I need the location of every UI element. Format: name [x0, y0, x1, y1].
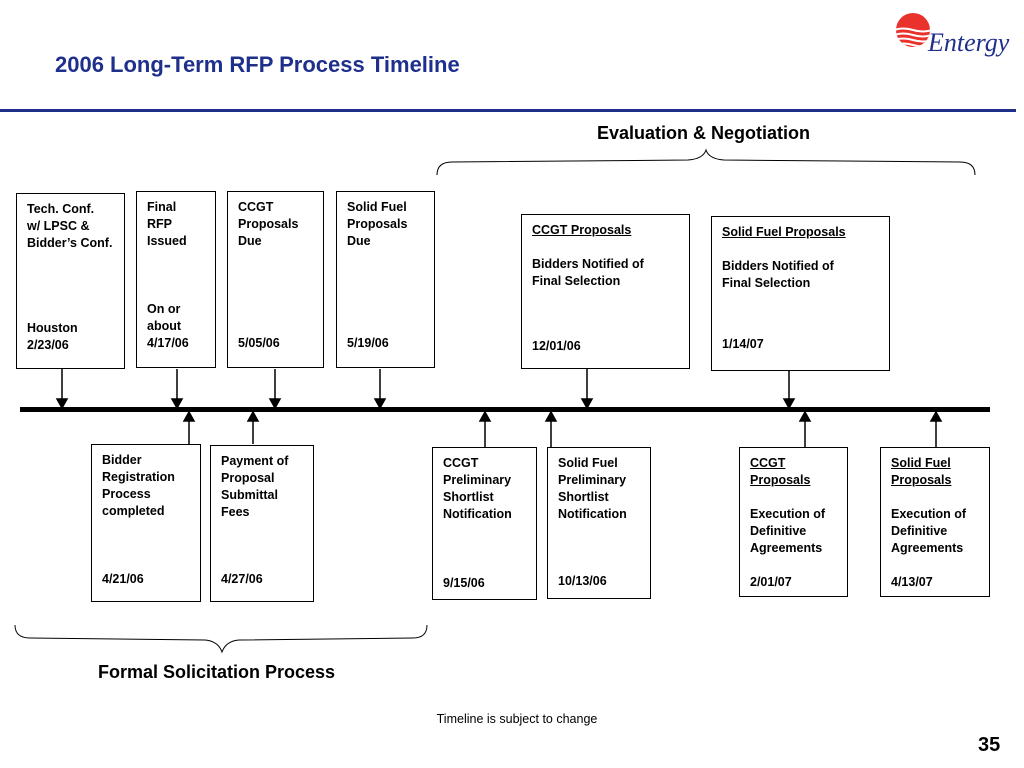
milestone-text: Bidders Notified of — [532, 257, 644, 271]
milestone-solid-fuel-shortlist: Solid Fuel Preliminary Shortlist Notific… — [547, 447, 651, 599]
milestone-text: Bidder’s Conf. — [27, 236, 113, 250]
milestone-text: Solid Fuel — [347, 200, 407, 214]
milestone-heading: Proposals — [750, 473, 811, 487]
milestone-text: Shortlist — [443, 490, 494, 504]
milestone-ccgt-execution: CCGT Proposals Execution of Definitive A… — [739, 447, 848, 597]
milestone-text: Final — [147, 200, 177, 214]
milestone-text: Bidder — [102, 453, 142, 467]
milestone-text: Notification — [558, 507, 627, 521]
milestone-qualifier: On or about — [147, 302, 182, 333]
milestone-text: Definitive — [750, 524, 807, 538]
milestone-date: 1/14/07 — [722, 337, 764, 351]
milestone-text: RFP — [147, 217, 172, 231]
milestone-text: Due — [347, 234, 371, 248]
milestone-text: Agreements — [891, 541, 964, 555]
header-rule — [0, 109, 1016, 112]
milestone-heading: CCGT — [750, 456, 786, 470]
milestone-text: Submittal — [221, 488, 278, 502]
milestone-solid-fuel-due: Solid Fuel Proposals Due 5/19/06 — [336, 191, 435, 368]
milestone-heading: Solid Fuel Proposals — [722, 225, 846, 239]
milestone-text: Tech. Conf. — [27, 202, 95, 216]
milestone-text: Execution of — [750, 507, 826, 521]
milestone-text: Agreements — [750, 541, 823, 555]
milestone-text: CCGT — [238, 200, 274, 214]
top-brace — [436, 148, 976, 176]
milestone-text: Definitive — [891, 524, 948, 538]
timeline-disclaimer: Timeline is subject to change — [436, 712, 598, 726]
milestone-date: 2/23/06 — [27, 338, 69, 352]
milestone-text: Solid Fuel — [558, 456, 618, 470]
milestone-text: Proposals — [347, 217, 408, 231]
milestone-solid-fuel-execution: Solid Fuel Proposals Execution of Defini… — [880, 447, 990, 597]
milestone-final-rfp: Final RFP Issued On or about 4/17/06 — [136, 191, 216, 368]
milestone-text: completed — [102, 504, 165, 518]
entergy-sun-logo-icon — [896, 13, 930, 47]
milestone-date: 4/27/06 — [221, 572, 263, 586]
milestone-date: 5/19/06 — [347, 336, 389, 350]
milestone-text: Final Selection — [532, 274, 621, 288]
entergy-logo-text: Entergy — [928, 28, 1010, 57]
milestone-text: Issued — [147, 234, 187, 248]
milestone-text: Bidders Notified of — [722, 259, 834, 273]
milestone-text: Shortlist — [558, 490, 609, 504]
milestone-text: Preliminary — [558, 473, 627, 487]
milestone-text: Registration — [102, 470, 175, 484]
formal-solicitation-label: Formal Solicitation Process — [98, 662, 336, 682]
milestone-date: 4/21/06 — [102, 572, 144, 586]
milestone-text: Process — [102, 487, 151, 501]
bottom-brace — [14, 624, 428, 654]
milestone-text: Fees — [221, 505, 250, 519]
milestone-heading: CCGT Proposals — [532, 223, 632, 237]
milestone-solid-fuel-final-selection: Solid Fuel Proposals Bidders Notified of… — [711, 216, 890, 371]
milestone-date: 4/17/06 — [147, 336, 189, 350]
milestone-tech-conf: Tech. Conf. w/ LPSC & Bidder’s Conf. Hou… — [16, 193, 125, 369]
milestone-text: Preliminary — [443, 473, 512, 487]
milestone-date: 2/01/07 — [750, 575, 792, 589]
milestone-date: 10/13/06 — [558, 574, 607, 588]
milestone-text: Payment of — [221, 454, 289, 468]
milestone-text: Final Selection — [722, 276, 811, 290]
milestone-date: 12/01/06 — [532, 339, 581, 353]
milestone-ccgt-due: CCGT Proposals Due 5/05/06 — [227, 191, 324, 368]
milestone-heading: Proposals — [891, 473, 952, 487]
milestone-heading: Solid Fuel — [891, 456, 951, 470]
milestone-text: w/ LPSC & — [27, 219, 90, 233]
milestone-bidder-registration: Bidder Registration Process completed 4/… — [91, 444, 201, 602]
milestone-date: 9/15/06 — [443, 576, 485, 590]
milestone-date: 5/05/06 — [238, 336, 280, 350]
milestone-text: Notification — [443, 507, 512, 521]
milestone-text: Proposal — [221, 471, 275, 485]
page-title: 2006 Long-Term RFP Process Timeline — [55, 52, 460, 77]
milestone-text: Due — [238, 234, 262, 248]
milestone-ccgt-final-selection: CCGT Proposals Bidders Notified of Final… — [521, 214, 690, 369]
milestone-ccgt-shortlist: CCGT Preliminary Shortlist Notification … — [432, 447, 537, 600]
page-number: 35 — [978, 734, 1001, 756]
milestone-location: Houston — [27, 321, 78, 335]
timeline-bar — [20, 407, 990, 412]
milestone-text: Proposals — [238, 217, 299, 231]
milestone-text: Execution of — [891, 507, 967, 521]
milestone-text: CCGT — [443, 456, 479, 470]
milestone-payment-fees: Payment of Proposal Submittal Fees 4/27/… — [210, 445, 314, 602]
milestone-date: 4/13/07 — [891, 575, 933, 589]
evaluation-negotiation-label: Evaluation & Negotiation — [597, 123, 811, 143]
